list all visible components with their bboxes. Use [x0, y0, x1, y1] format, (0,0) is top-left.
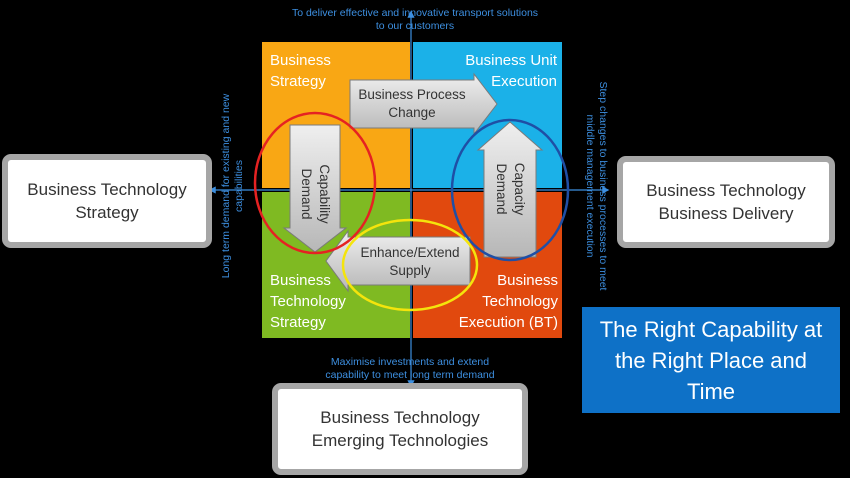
annotation-bottom: Maximise investments and extend capabili… — [325, 356, 495, 381]
process-change-arrow — [349, 72, 498, 136]
capacity-ring — [450, 118, 570, 262]
annotation-right: Step changes to business processes to me… — [584, 81, 609, 291]
box-bt-business-delivery-label: Business Technology Business Delivery — [646, 181, 806, 223]
enhance-supply-arrow — [325, 229, 471, 293]
box-bt-strategy: Business Technology Strategy — [2, 154, 212, 248]
annotation-top: To deliver effective and innovative tran… — [291, 7, 539, 32]
quadrant-label-bt-execution: Business Technology Execution (BT) — [458, 272, 558, 331]
capability-demand-label: Capability Demand — [299, 164, 332, 224]
callout-right-capability: The Right Capability at the Right Place … — [582, 307, 840, 413]
enhance-supply-label: Enhance/Extend Supply — [360, 245, 460, 278]
capacity-demand-label: Capacity Demand — [494, 162, 527, 216]
quadrant-label-bt-strategy: Business Technology Strategy — [270, 272, 346, 331]
quadrant-label-business-unit-execution: Business Unit Execution — [465, 52, 557, 90]
process-change-label: Business Process Change — [358, 87, 466, 120]
supply-ring — [341, 218, 479, 312]
capability-demand-arrow — [282, 124, 348, 253]
box-bt-business-delivery: Business Technology Business Delivery — [617, 156, 835, 248]
annotation-left: Long term demand for existing and new ca… — [220, 93, 245, 279]
box-bt-emerging-technologies: Business Technology Emerging Technologie… — [272, 383, 528, 475]
box-bt-strategy-label: Business Technology Strategy — [27, 180, 187, 222]
quadrant-label-business-strategy: Business Strategy — [270, 52, 331, 90]
capability-ring — [253, 111, 377, 255]
callout-text: The Right Capability at the Right Place … — [599, 316, 823, 404]
box-bt-emerging-technologies-label: Business Technology Emerging Technologie… — [311, 408, 489, 450]
capacity-demand-arrow — [476, 121, 544, 258]
